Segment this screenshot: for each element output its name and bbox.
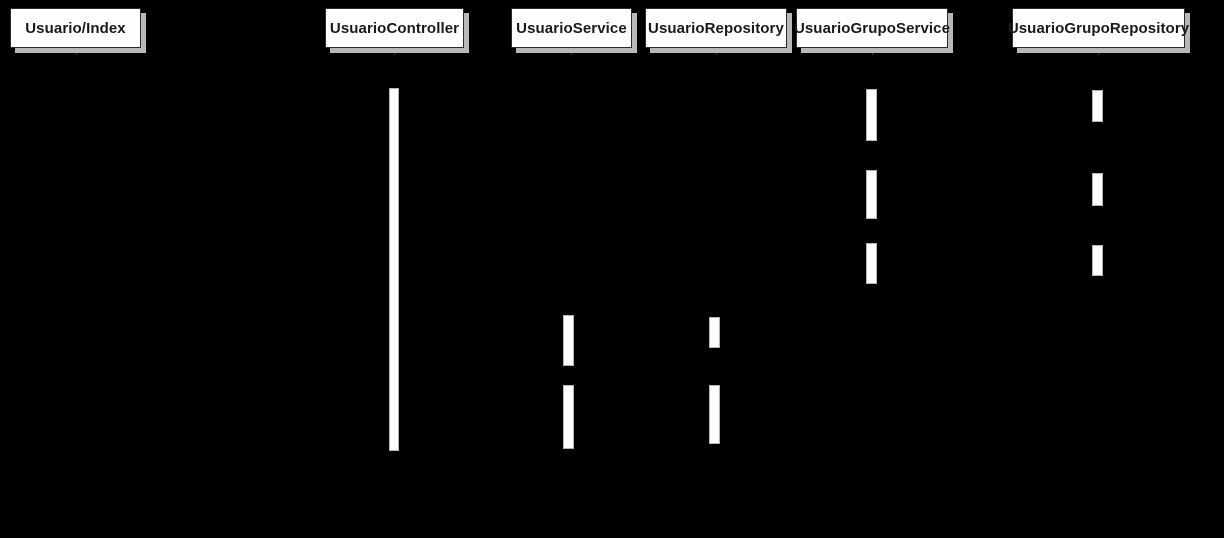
participant-usuario-index[interactable]: Usuario/Index: [10, 8, 146, 53]
activation-bar-usuario-grupo-repository: [1092, 173, 1103, 206]
participant-label: UsuarioService: [516, 19, 627, 37]
participant-box: UsuarioRepository: [645, 8, 787, 48]
activation-bar-usuario-service: [563, 315, 574, 366]
activation-bar-usuario-repository: [709, 385, 720, 444]
lifeline-usuario-grupo-service: [872, 58, 873, 538]
activation-bar-usuario-controller: [389, 88, 399, 451]
participant-usuario-grupo-repository[interactable]: UsuarioGrupoRepository: [1008, 8, 1190, 53]
participant-usuario-repository[interactable]: UsuarioRepository: [645, 8, 792, 53]
participant-box: Usuario/Index: [10, 8, 141, 48]
lifeline-usuario-repository: [716, 58, 717, 538]
participant-label: UsuarioGrupoRepository: [1007, 19, 1190, 37]
activation-bar-usuario-grupo-repository: [1092, 245, 1103, 276]
activation-bar-usuario-grupo-service: [866, 243, 877, 284]
activation-bar-usuario-grupo-service: [866, 170, 877, 219]
activation-bar-usuario-service: [563, 385, 574, 449]
participant-label: Usuario/Index: [25, 19, 126, 37]
participant-usuario-service[interactable]: UsuarioService: [511, 8, 637, 53]
participant-usuario-controller[interactable]: UsuarioController: [325, 8, 469, 53]
activation-bar-usuario-grupo-repository: [1092, 90, 1103, 122]
participant-label: UsuarioController: [329, 19, 460, 37]
participant-box: UsuarioService: [511, 8, 632, 48]
activation-bar-usuario-repository: [709, 317, 720, 348]
participant-box: UsuarioGrupoService: [793, 8, 951, 48]
lifeline-usuario-index: [76, 58, 77, 538]
participant-label: UsuarioGrupoService: [793, 19, 951, 37]
participant-usuario-grupo-service[interactable]: UsuarioGrupoService: [793, 8, 953, 53]
participant-box: UsuarioController: [325, 8, 464, 48]
participant-label: UsuarioRepository: [648, 19, 784, 37]
participant-box: UsuarioGrupoRepository: [1008, 8, 1189, 48]
lifeline-usuario-service: [571, 58, 572, 538]
lifeline-usuario-grupo-repository: [1098, 58, 1099, 538]
activation-bar-usuario-grupo-service: [866, 89, 877, 141]
